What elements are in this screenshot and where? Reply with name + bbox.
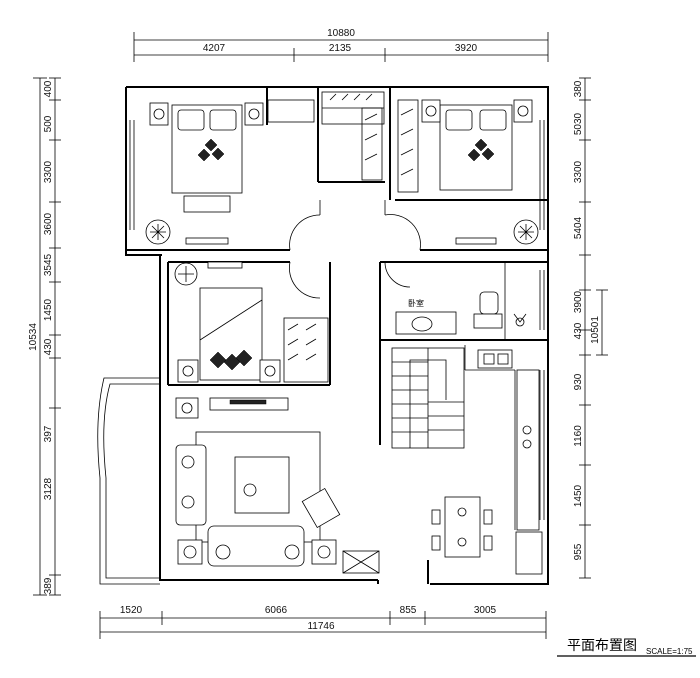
left-segment-dimension: 3300 [43,160,54,183]
balcony [97,377,160,585]
bottom-total-dimension: 11746 [307,621,335,632]
right-segment-dimension: 430 [573,322,584,339]
right-segment-dimension: 930 [573,373,584,390]
left-segment-dimension: 389 [43,577,54,594]
left-segment-dimension: 3128 [43,477,54,500]
drawing-title: 平面布置图 SCALE=1:75 [557,638,696,657]
bottom-segment-dimension: 1520 [120,605,143,616]
top-segment-dimension: 4207 [203,43,226,54]
right-segment-dimension: 955 [573,543,584,560]
right-segment-dimension: 3300 [573,160,584,183]
right-segment-dimension: 380 [573,80,584,97]
interior-walls [126,87,548,530]
bathroom-label: 卧室 [408,298,424,308]
right-segment-dimension: 5404 [573,216,584,239]
bedroom-middle [174,261,329,383]
exterior-walls [125,86,549,585]
bottom-dimensions: 1520 6066 855 3005 11746 [99,605,547,639]
top-segment-dimension: 2135 [329,43,352,54]
plan-title: 平面布置图 [567,638,637,654]
left-segment-dimension: 500 [43,115,54,132]
right-segment-dimension: 1450 [573,484,584,507]
left-total-dimension: 10534 [28,323,39,351]
left-segment-dimension: 1450 [43,298,54,321]
bathroom: 卧室 [395,291,527,335]
living-room [175,397,380,574]
bottom-segment-dimension: 6066 [265,605,288,616]
left-segment-dimension: 3600 [43,212,54,235]
bedroom-top-left [145,99,315,245]
top-total-dimension: 10880 [327,28,355,39]
top-dimensions: 10880 4207 2135 3920 [133,28,549,62]
left-segment-dimension: 430 [43,338,54,355]
bedroom-top-right [397,99,539,245]
bottom-segment-dimension: 855 [400,605,417,616]
right-total-dimension: 10501 [590,316,601,344]
plan-scale: SCALE=1:75 [646,647,693,656]
left-segment-dimension: 400 [43,80,54,97]
right-segment-dimension: 5030 [573,112,584,135]
right-segment-dimension: 3900 [573,290,584,313]
bottom-segment-dimension: 3005 [474,605,497,616]
kitchen [477,349,543,575]
dining-area [431,496,493,558]
top-segment-dimension: 3920 [455,43,478,54]
right-segment-dimension: 1160 [573,425,584,447]
left-segment-dimension: 3545 [43,253,54,276]
left-dimensions: 10534 400 500 3300 3600 3545 1450 430 39… [28,77,61,596]
door-swings [289,200,421,299]
staircase [391,347,465,449]
right-dimensions: 380 5030 3300 5404 3900 430 930 1160 145… [573,77,608,579]
left-segment-dimension: 397 [43,425,54,442]
wardrobe-top [321,91,385,181]
